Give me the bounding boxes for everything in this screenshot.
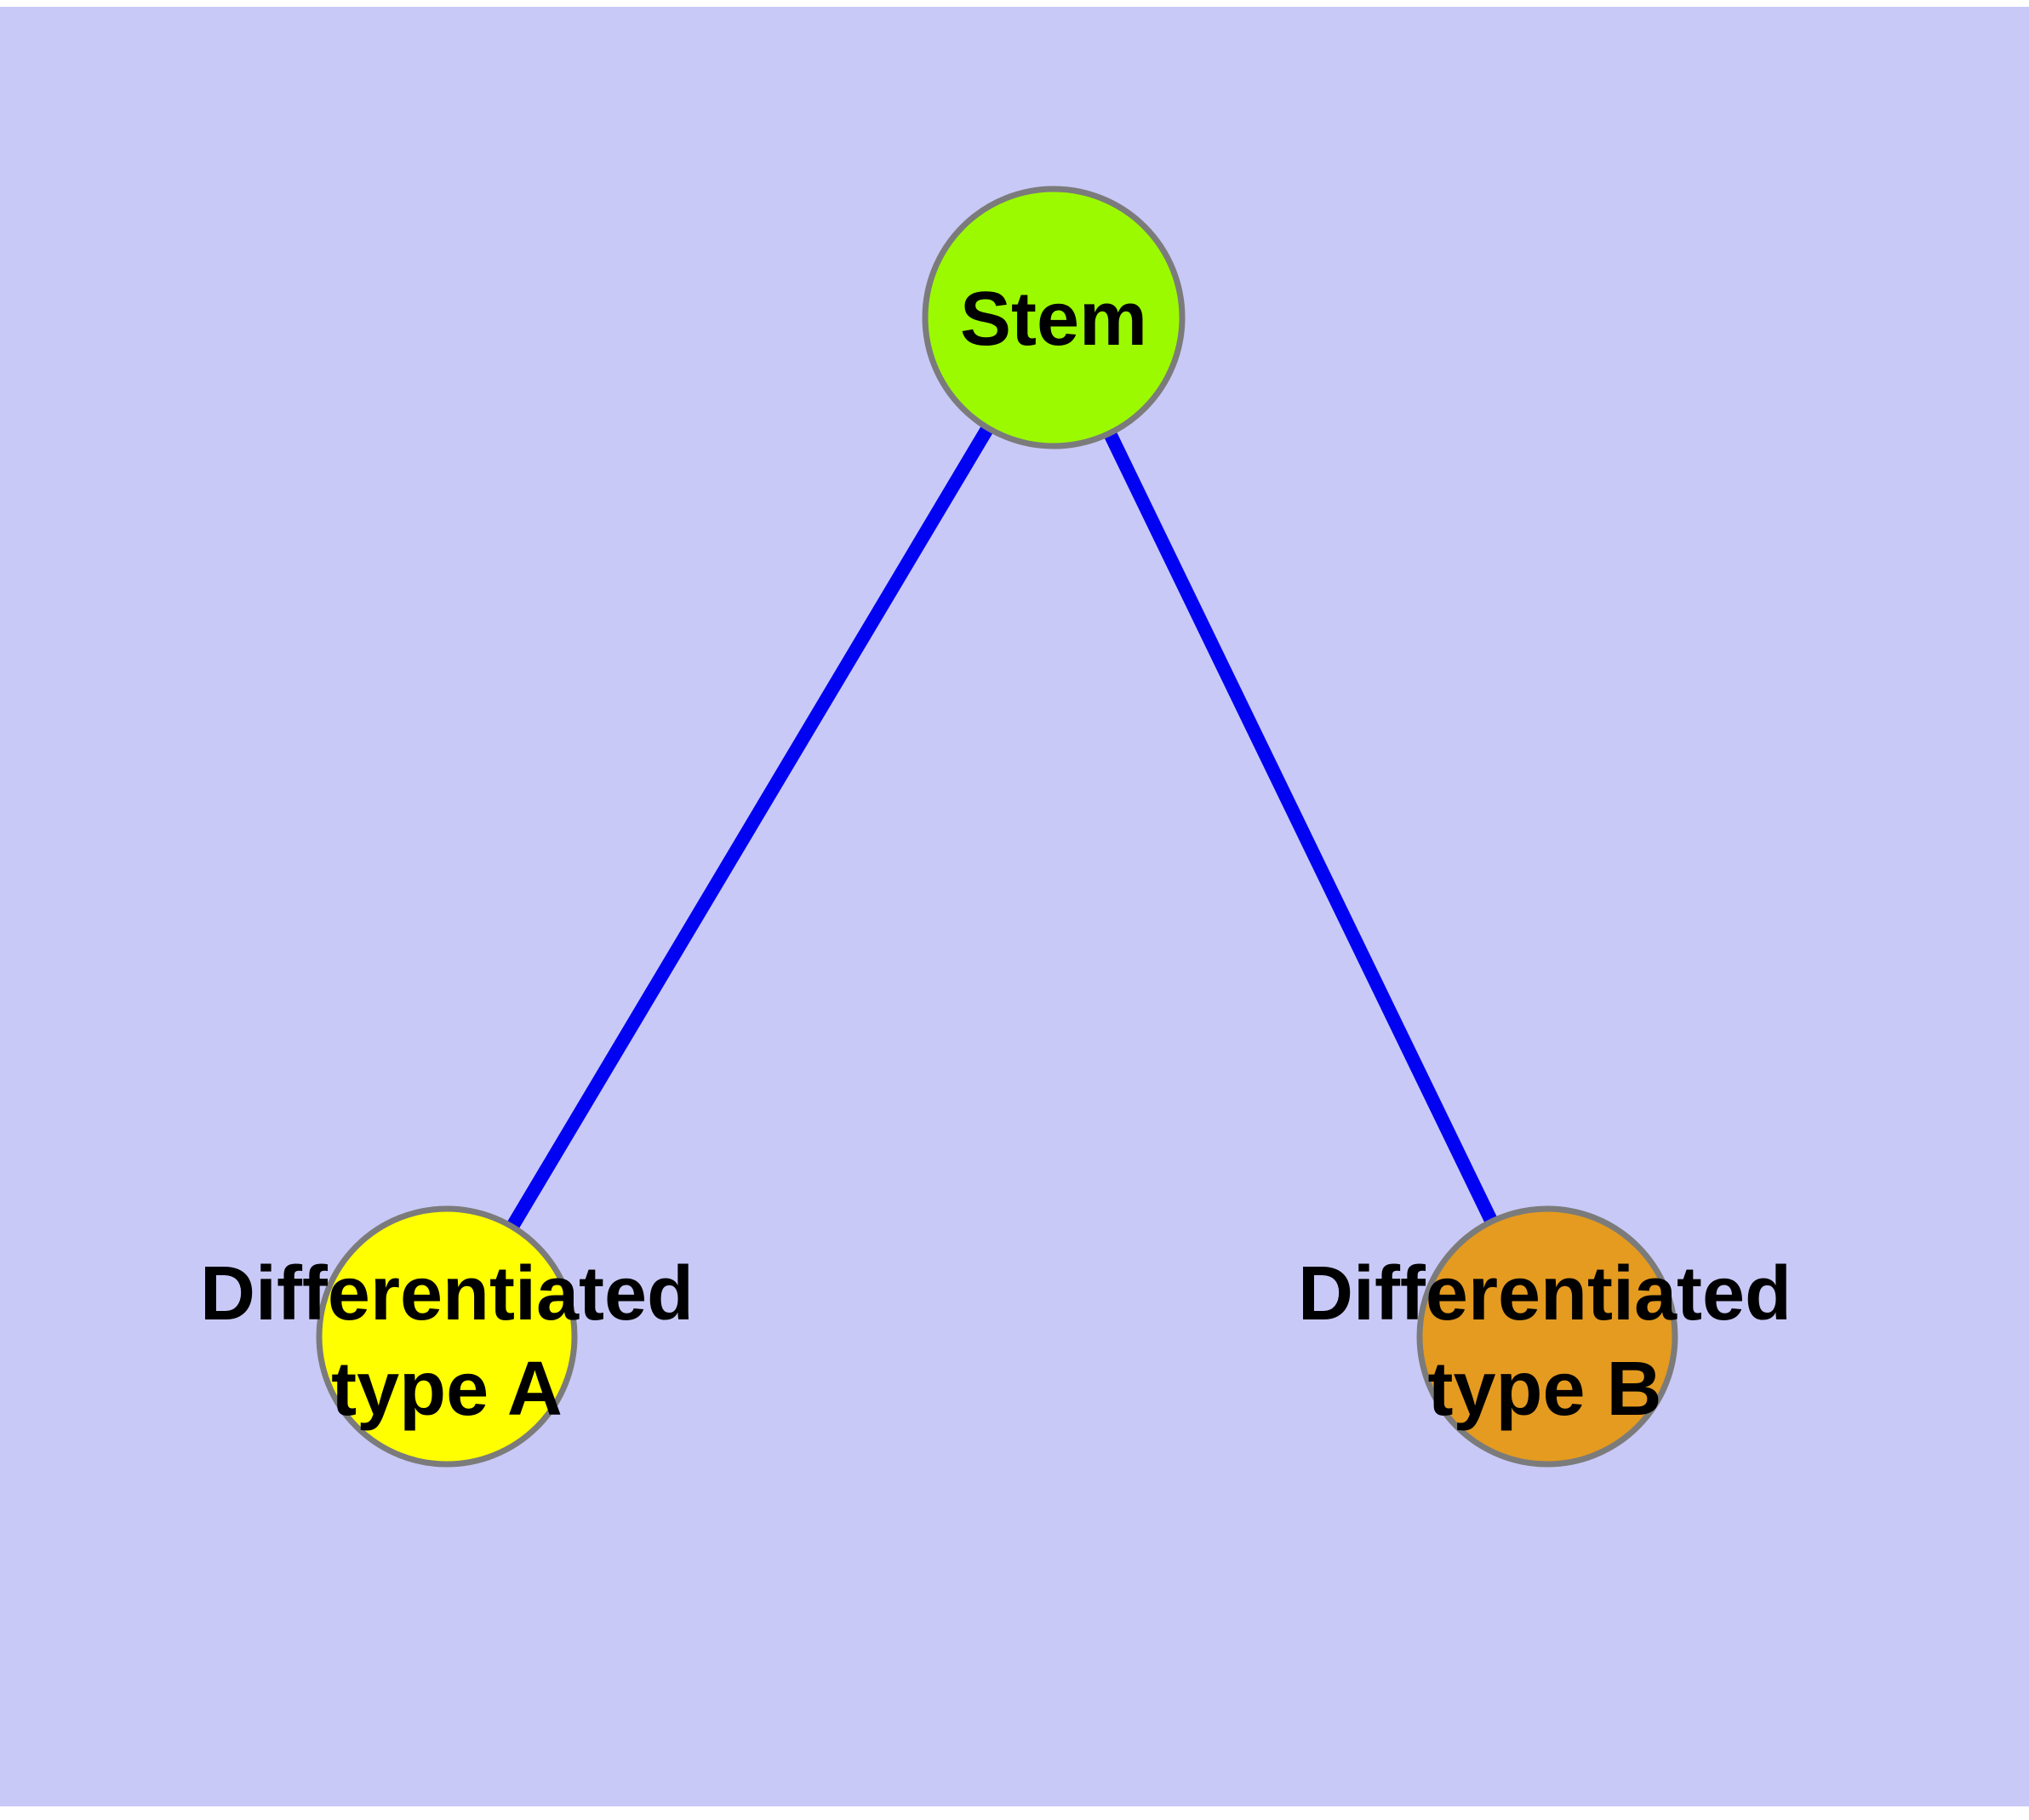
node-type-b-label-line1: Differentiated xyxy=(1298,1251,1792,1336)
edges xyxy=(441,313,1554,1341)
node-stem-label: Stem xyxy=(960,277,1147,362)
node-type-b-label-line2: type B xyxy=(1427,1347,1661,1432)
node-stem: Stem xyxy=(922,186,1186,449)
node-differentiated-type-a: Differentiated type A xyxy=(200,1205,694,1468)
node-differentiated-type-b: Differentiated type B xyxy=(1298,1205,1792,1468)
node-type-a-label-line2: type A xyxy=(331,1347,563,1432)
node-type-a-circle xyxy=(316,1205,578,1468)
node-stem-circle xyxy=(922,186,1186,449)
edge-stem-to-type-b xyxy=(1047,314,1554,1340)
node-type-a-label-line1: Differentiated xyxy=(200,1251,694,1336)
node-type-b-circle xyxy=(1416,1205,1678,1468)
edge-stem-to-type-a xyxy=(441,313,1060,1341)
